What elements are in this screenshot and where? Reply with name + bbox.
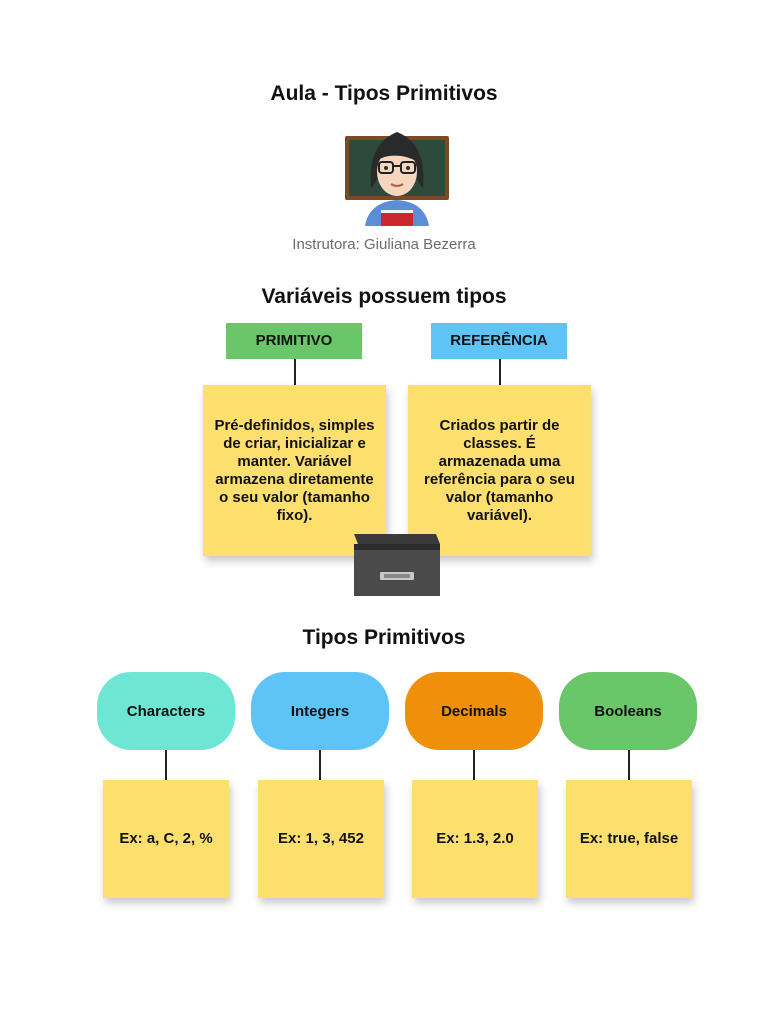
example-note-booleans: Ex: true, false xyxy=(566,780,692,898)
connector-line xyxy=(499,359,501,385)
connector-line xyxy=(294,359,296,385)
reference-description-note: Criados partir de classes. É armazenada … xyxy=(408,385,591,556)
example-note-integers: Ex: 1, 3, 452 xyxy=(258,780,384,898)
page-title: Aula - Tipos Primitivos xyxy=(270,82,498,105)
connector-line xyxy=(165,750,167,780)
connector-line xyxy=(473,750,475,780)
card-file-box-icon xyxy=(354,534,440,596)
type-booleans: Booleans xyxy=(559,672,697,750)
teacher-emoji-icon xyxy=(345,132,449,226)
connector-line xyxy=(628,750,630,780)
section-title-primitives: Tipos Primitivos xyxy=(302,626,466,649)
primitive-description-note: Pré-definidos, simples de criar, inicial… xyxy=(203,385,386,556)
section-title-variables: Variáveis possuem tipos xyxy=(261,285,507,308)
connector-line xyxy=(319,750,321,780)
type-integers: Integers xyxy=(251,672,389,750)
instructor-name: Instrutora: Giuliana Bezerra xyxy=(292,236,476,253)
example-note-decimals: Ex: 1.3, 2.0 xyxy=(412,780,538,898)
reference-tag: REFERÊNCIA xyxy=(431,323,567,359)
type-characters: Characters xyxy=(97,672,235,750)
example-note-characters: Ex: a, C, 2, % xyxy=(103,780,229,898)
primitive-tag: PRIMITIVO xyxy=(226,323,362,359)
type-decimals: Decimals xyxy=(405,672,543,750)
